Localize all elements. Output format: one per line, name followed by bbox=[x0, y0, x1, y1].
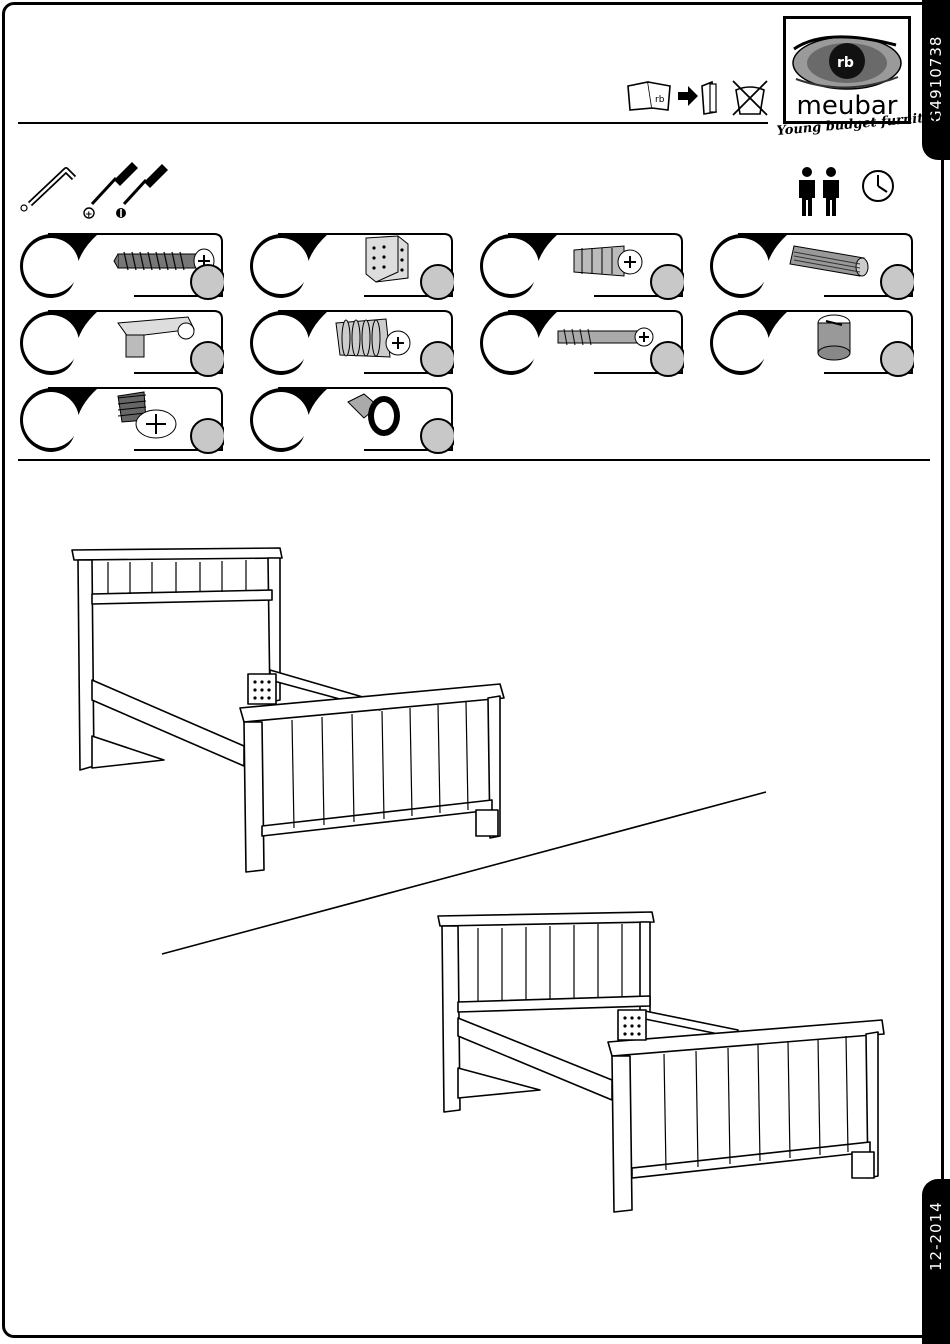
part-card-glide-foot bbox=[248, 386, 454, 452]
clock-icon bbox=[860, 168, 898, 204]
part-card-cam-connector bbox=[18, 309, 224, 375]
part-card-plastic-dowel bbox=[478, 232, 684, 298]
allen-key-icon bbox=[18, 160, 78, 216]
glide-foot-icon bbox=[248, 386, 454, 454]
cam-connector-icon bbox=[18, 309, 224, 377]
parts-rule bbox=[18, 459, 930, 461]
part-card-wooden-dowel bbox=[708, 232, 914, 298]
part-card-short-screw bbox=[18, 386, 224, 452]
assembly-illustration bbox=[0, 470, 950, 1230]
part-card-connector-bolt bbox=[478, 309, 684, 375]
no-water-icon bbox=[730, 78, 770, 118]
svg-text:rb: rb bbox=[655, 95, 665, 105]
emblem-letters: rb bbox=[837, 55, 854, 71]
part-card-expansion-plug bbox=[248, 309, 454, 375]
wooden-dowel-icon bbox=[708, 232, 914, 300]
flat-screwdriver-icon bbox=[112, 160, 182, 220]
two-persons-icon bbox=[796, 166, 844, 218]
header-rule bbox=[18, 122, 768, 124]
plastic-dowel-icon bbox=[478, 232, 684, 300]
document-code-tab: G4910738 bbox=[922, 0, 950, 160]
part-card-cam-lock bbox=[708, 309, 914, 375]
eye-emblem-icon: rb bbox=[786, 21, 908, 99]
bed-option-2 bbox=[438, 912, 884, 1212]
bed-option-1 bbox=[72, 548, 504, 872]
expansion-plug-icon bbox=[248, 309, 454, 377]
corner-bracket-icon bbox=[248, 232, 454, 300]
brand-logo: rb meubar bbox=[783, 16, 911, 124]
short-screw-icon bbox=[18, 386, 224, 454]
screw-long-icon bbox=[18, 232, 224, 300]
cam-lock-icon bbox=[708, 309, 914, 377]
connector-bolt-icon bbox=[478, 309, 684, 377]
part-card-corner-bracket bbox=[248, 232, 454, 298]
svg-text:+: + bbox=[85, 210, 93, 220]
part-card-screw-long bbox=[18, 232, 224, 298]
